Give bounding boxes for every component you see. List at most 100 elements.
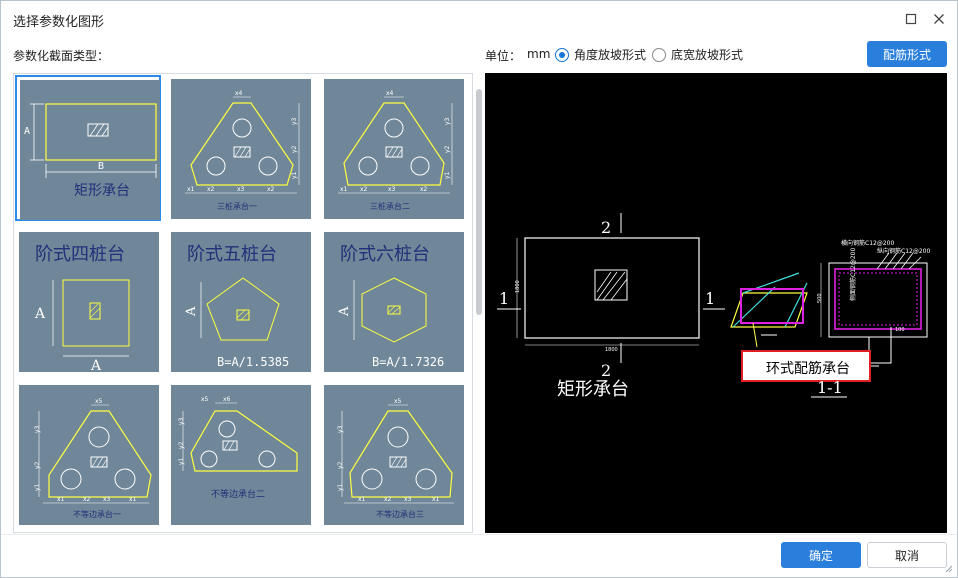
svg-text:x2: x2	[360, 186, 368, 193]
stepped-six-pile-diagram: 阶式六桩台 A B=A/1.7326	[324, 232, 464, 372]
svg-text:y2: y2	[34, 461, 41, 469]
thumb-formula: B=A/1.7326	[372, 355, 444, 369]
shape-three-pile-cap-1[interactable]: x4 x1 x2 x3 x2 y3 y2 y1 三桩承台一	[167, 75, 313, 221]
cancel-button[interactable]: 取消	[867, 542, 947, 568]
svg-text:y1: y1	[337, 483, 344, 491]
rebar-top-label: 横向钢筋C12@200	[841, 239, 894, 247]
svg-text:x3: x3	[388, 186, 396, 193]
svg-text:A: A	[90, 358, 102, 372]
dim-section: 500	[817, 293, 823, 303]
shape-preview: 2 2 1 1 1800 1800 矩形承台 横向钢筋C12@200 纵向钢筋C…	[485, 73, 947, 533]
maximize-button[interactable]	[901, 9, 921, 29]
svg-text:x2: x2	[420, 186, 428, 193]
svg-text:y1: y1	[178, 457, 185, 465]
shape-gallery: A B 矩形承台 x4 x1 x2 x3 x2	[13, 73, 473, 533]
stepped-four-pile-diagram: 阶式四桩台 A A	[19, 232, 159, 372]
shape-unequal-cap-2[interactable]: x5 x6 y3 y2 y1 不等边承台二	[167, 381, 313, 527]
radio-width-dot[interactable]	[652, 47, 666, 62]
radio-angle-dot[interactable]	[555, 47, 569, 62]
dim-label-x4: x4	[235, 90, 243, 97]
svg-text:x5: x5	[201, 396, 209, 403]
svg-text:y3: y3	[444, 117, 451, 125]
shape-stepped-six-pile[interactable]: 阶式六桩台 A B=A/1.7326	[320, 228, 466, 374]
shape-unequal-cap-1[interactable]: x5 x1 x2 x3 x1 y3 y2 y1 不等边承台一	[15, 381, 161, 527]
rebar-form-button[interactable]: 配筋形式	[867, 41, 947, 67]
radio-angle-slope[interactable]: 角度放坡形式	[555, 46, 646, 63]
svg-text:x3: x3	[237, 186, 245, 193]
plan-caption: 矩形承台	[557, 379, 629, 399]
shape-three-pile-cap-2[interactable]: x4 x1 x2 x3 x2 y3 y2 y1 三桩承台二	[320, 75, 466, 221]
section-mark-left: 1	[499, 289, 509, 308]
svg-text:x3: x3	[103, 496, 111, 503]
dim-label-b: B	[98, 161, 104, 172]
svg-text:A: A	[184, 306, 199, 317]
shape-unequal-cap-3[interactable]: x5 x1 x2 x3 x1 y3 y2 y1 不等边承台三	[320, 381, 466, 527]
svg-text:y1: y1	[34, 483, 41, 491]
svg-text:x2: x2	[384, 496, 392, 503]
ok-button[interactable]: 确定	[781, 542, 861, 568]
radio-width-label: 底宽放坡形式	[671, 48, 744, 62]
thumb-caption: 三桩承台二	[370, 201, 410, 211]
radio-angle-label: 角度放坡形式	[574, 48, 647, 62]
thumb-caption: 不等边承台二	[211, 488, 265, 499]
svg-text:A: A	[337, 306, 352, 317]
svg-text:x1: x1	[57, 496, 65, 503]
dim-small: 100	[895, 327, 905, 333]
radio-width-slope[interactable]: 底宽放坡形式	[652, 46, 743, 63]
svg-text:x6: x6	[223, 396, 231, 403]
svg-text:y3: y3	[178, 417, 185, 425]
three-pile-cap-2-diagram: x4 x1 x2 x3 x2 y3 y2 y1 三桩承台二	[324, 79, 464, 219]
resize-grip-icon[interactable]	[945, 565, 953, 573]
svg-text:y3: y3	[291, 117, 298, 125]
unequal-cap-2-diagram: x5 x6 y3 y2 y1 不等边承台二	[171, 385, 311, 525]
svg-text:x5: x5	[394, 398, 402, 405]
svg-text:y2: y2	[178, 441, 185, 449]
svg-text:x1: x1	[432, 496, 440, 503]
svg-text:x1: x1	[129, 496, 137, 503]
unequal-cap-3-diagram: x5 x1 x2 x3 x1 y3 y2 y1 不等边承台三	[324, 385, 464, 525]
footer-divider	[1, 534, 957, 535]
section-mark-top: 2	[601, 218, 611, 237]
svg-text:x3: x3	[404, 496, 412, 503]
svg-text:x1: x1	[340, 186, 348, 193]
section-mark-bottom: 2	[601, 361, 611, 380]
dim-label-x4: x4	[386, 90, 394, 97]
close-icon	[934, 14, 944, 24]
shape-stepped-five-pile[interactable]: 阶式五桩台 A B=A/1.5385	[167, 228, 313, 374]
dim-width: 1800	[605, 347, 618, 353]
thumb-formula: B=A/1.5385	[217, 355, 289, 369]
rect-cap-diagram: A B 矩形承台	[20, 80, 160, 220]
svg-text:y3: y3	[34, 425, 41, 433]
rebar-long-label: 纵向钢筋C12@200	[877, 247, 930, 255]
thumb-title: 阶式六桩台	[340, 244, 430, 265]
svg-text:y2: y2	[337, 461, 344, 469]
thumb-caption: 矩形承台	[74, 182, 130, 198]
dim-label-a: A	[24, 126, 30, 137]
svg-text:x1: x1	[358, 496, 366, 503]
maximize-icon	[905, 13, 917, 25]
close-button[interactable]	[929, 9, 949, 29]
svg-text:y2: y2	[291, 145, 298, 153]
three-pile-cap-1-diagram: x4 x1 x2 x3 x2 y3 y2 y1 三桩承台一	[171, 79, 311, 219]
rebar-side-label: 侧面钢筋C12@200	[849, 248, 857, 301]
unit-value: mm	[527, 47, 551, 61]
scrollbar-thumb[interactable]	[476, 89, 482, 315]
svg-text:y2: y2	[444, 145, 451, 153]
thumb-caption: 三桩承台一	[217, 201, 257, 211]
section-type-label: 参数化截面类型：	[13, 49, 110, 63]
dim-height: 1800	[515, 280, 521, 293]
shape-rect-cap[interactable]: A B 矩形承台	[15, 75, 161, 221]
svg-text:x5: x5	[95, 398, 103, 405]
gallery-scrollbar[interactable]	[475, 73, 483, 533]
preview-drawing: 2 2 1 1 1800 1800 矩形承台 横向钢筋C12@200 纵向钢筋C…	[497, 213, 930, 399]
svg-text:y3: y3	[337, 425, 344, 433]
title-bar: 选择参数化图形	[1, 1, 957, 37]
thumb-title: 阶式五桩台	[187, 244, 277, 265]
svg-text:y1: y1	[291, 171, 298, 179]
unequal-cap-1-diagram: x5 x1 x2 x3 x1 y3 y2 y1 不等边承台一	[19, 385, 159, 525]
window-title: 选择参数化图形	[13, 15, 105, 30]
shape-stepped-four-pile[interactable]: 阶式四桩台 A A	[15, 228, 161, 374]
ring-label: 环式配筋承台	[766, 360, 850, 376]
ring-label-box	[741, 350, 871, 382]
